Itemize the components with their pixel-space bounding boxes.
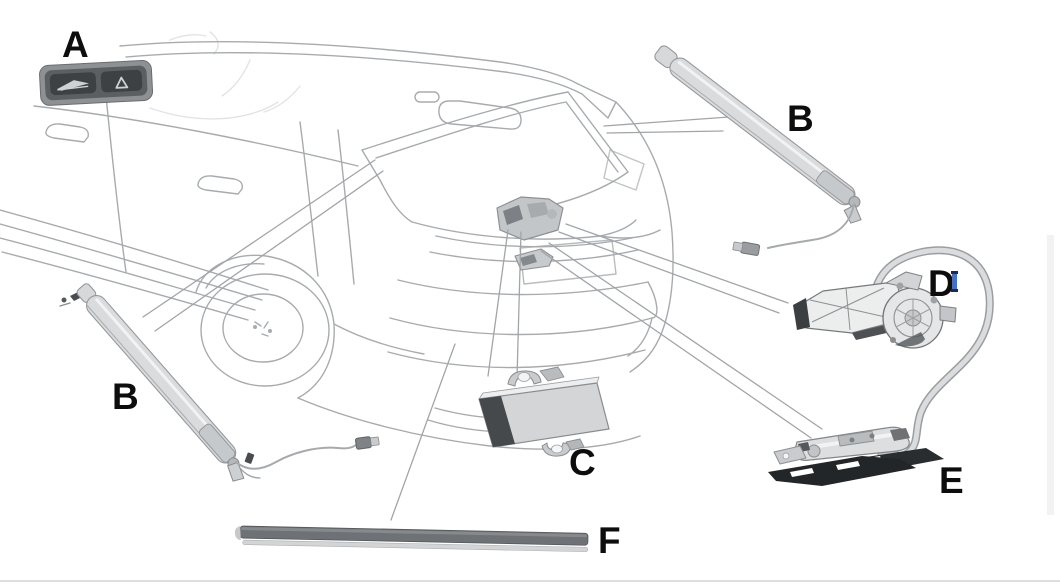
- strut-left-wire-clip: [244, 452, 255, 464]
- leader-to-module-2: [516, 231, 522, 379]
- leader-to-strut-left-1: [142, 159, 376, 318]
- leader-to-strut-right-2: [606, 130, 724, 134]
- leader-to-motor-2: [558, 231, 780, 314]
- part-b-strut-left: [59, 283, 380, 482]
- label-a: A: [62, 24, 89, 65]
- part-d-drive-motor: [793, 271, 957, 349]
- strut-left-connector: [354, 436, 380, 450]
- part-a-switch-panel: [39, 60, 154, 106]
- label-c: C: [569, 442, 596, 483]
- part-c-control-module: [478, 366, 610, 457]
- label-f: F: [598, 520, 621, 561]
- label-d: D: [928, 263, 955, 304]
- hazard-triangle-button-icon: [100, 69, 143, 93]
- blue-artifact: [951, 271, 958, 292]
- strut-right-connector: [732, 241, 761, 256]
- label-b-left: B: [112, 376, 139, 417]
- leader-to-trim-bar: [390, 343, 456, 521]
- strut-right-wire: [767, 203, 855, 249]
- part-e-latch-assembly: [768, 426, 944, 486]
- bottom-edge-line: [0, 580, 1060, 582]
- leader-to-module-1: [487, 229, 509, 377]
- leader-to-strut-right-1: [603, 116, 730, 127]
- leader-to-motor-1: [565, 223, 789, 304]
- right-edge-smudge: [1047, 235, 1054, 515]
- leader-to-latch-1: [548, 242, 823, 430]
- leader-to-strut-left-2: [154, 170, 384, 332]
- part-b-strut-right: [654, 45, 862, 256]
- leader-lines: [142, 116, 823, 521]
- label-e: E: [939, 460, 964, 501]
- leader-to-latch-2: [540, 250, 812, 439]
- label-b-right: B: [787, 98, 814, 139]
- tailgate-latch-unit-sketch: [496, 196, 564, 271]
- strut-left-wire: [235, 444, 357, 470]
- part-f-trim-bar: [234, 525, 589, 553]
